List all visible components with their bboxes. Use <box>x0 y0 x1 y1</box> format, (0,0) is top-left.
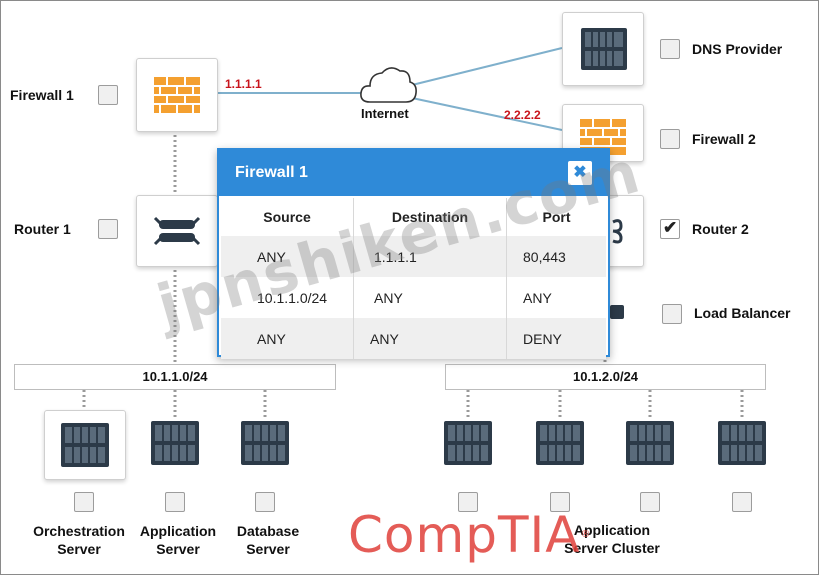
load-balancer-checkbox[interactable] <box>662 304 682 324</box>
cloud-icon <box>360 67 417 103</box>
cell-port: ANY <box>523 289 552 306</box>
network-right-label: 10.1.2.0/24 <box>572 369 639 384</box>
dns-provider-device[interactable] <box>562 12 644 86</box>
router2-label: Router 2 <box>692 221 749 237</box>
network-left-bar: 10.1.1.0/24 <box>14 364 336 390</box>
firewall1-label: Firewall 1 <box>10 87 74 103</box>
application-server-checkbox[interactable] <box>165 492 185 512</box>
orchestration-server-device[interactable] <box>44 410 126 480</box>
firewall1-ip: 1.1.1.1 <box>225 77 262 91</box>
table-row[interactable]: ANY 1.1.1.1 80,443 <box>221 236 606 277</box>
cell-destination: ANY <box>353 277 507 318</box>
server-icon <box>581 28 627 70</box>
rules-table: Source Destination Port ANY 1.1.1.1 80,4… <box>221 198 606 359</box>
network-right-bar: 10.1.2.0/24 <box>445 364 766 390</box>
close-icon[interactable]: ✖ <box>568 161 592 185</box>
load-balancer-device[interactable] <box>610 305 624 319</box>
server-icon[interactable] <box>241 421 289 465</box>
table-row[interactable]: 10.1.1.0/24 ANY ANY <box>221 277 606 318</box>
server-icon[interactable] <box>536 421 584 465</box>
firewall2-checkbox[interactable] <box>660 129 680 149</box>
cell-port: DENY <box>506 318 606 359</box>
column-header-source: Source <box>221 198 354 236</box>
cell-destination: ANY <box>353 318 507 359</box>
load-balancer-label: Load Balancer <box>694 305 791 321</box>
dialog-title: Firewall 1 <box>235 164 308 181</box>
server-icon[interactable] <box>718 421 766 465</box>
dns-provider-label: DNS Provider <box>692 41 783 57</box>
dns-provider-checkbox[interactable] <box>660 39 680 59</box>
cluster-server1-checkbox[interactable] <box>458 492 478 512</box>
cell-port: 80,443 <box>506 236 606 277</box>
dialog-header: Firewall 1 ✖ <box>219 150 608 196</box>
firewall2-ip: 2.2.2.2 <box>504 108 541 122</box>
firewall-icon <box>154 77 200 113</box>
server-icon[interactable] <box>444 421 492 465</box>
router-icon <box>153 216 201 246</box>
server-icon[interactable] <box>626 421 674 465</box>
router1-label: Router 1 <box>14 221 71 237</box>
server-icon <box>60 422 110 468</box>
firewall2-label: Firewall 2 <box>692 131 756 147</box>
cell-source: ANY <box>221 236 354 277</box>
firewall-rules-dialog: Firewall 1 ✖ Source Destination Port ANY… <box>217 148 610 359</box>
comptia-logo: CompTIA® <box>348 506 592 564</box>
orchestration-server-checkbox[interactable] <box>74 492 94 512</box>
cell-source: ANY <box>221 318 354 359</box>
firewall1-checkbox[interactable] <box>98 85 118 105</box>
checkmark-icon: ✔ <box>663 218 678 237</box>
cell-source: 10.1.1.0/24 <box>221 277 354 318</box>
cluster-server3-checkbox[interactable] <box>640 492 660 512</box>
network-left-label: 10.1.1.0/24 <box>142 369 208 384</box>
cell-destination: 1.1.1.1 <box>353 236 507 277</box>
internet-label: Internet <box>361 106 409 121</box>
column-header-port: Port <box>542 209 571 225</box>
cluster-server4-checkbox[interactable] <box>732 492 752 512</box>
database-server-checkbox[interactable] <box>255 492 275 512</box>
column-header-destination: Destination <box>353 198 507 236</box>
router1-device[interactable] <box>136 195 218 267</box>
router1-checkbox[interactable] <box>98 219 118 239</box>
router-icon <box>612 219 623 244</box>
cluster-server2-checkbox[interactable] <box>550 492 570 512</box>
firewall1-device[interactable] <box>136 58 218 132</box>
table-row[interactable]: ANY ANY DENY <box>221 318 606 359</box>
server-icon[interactable] <box>151 421 199 465</box>
router2-checkbox[interactable]: ✔ <box>660 218 680 239</box>
